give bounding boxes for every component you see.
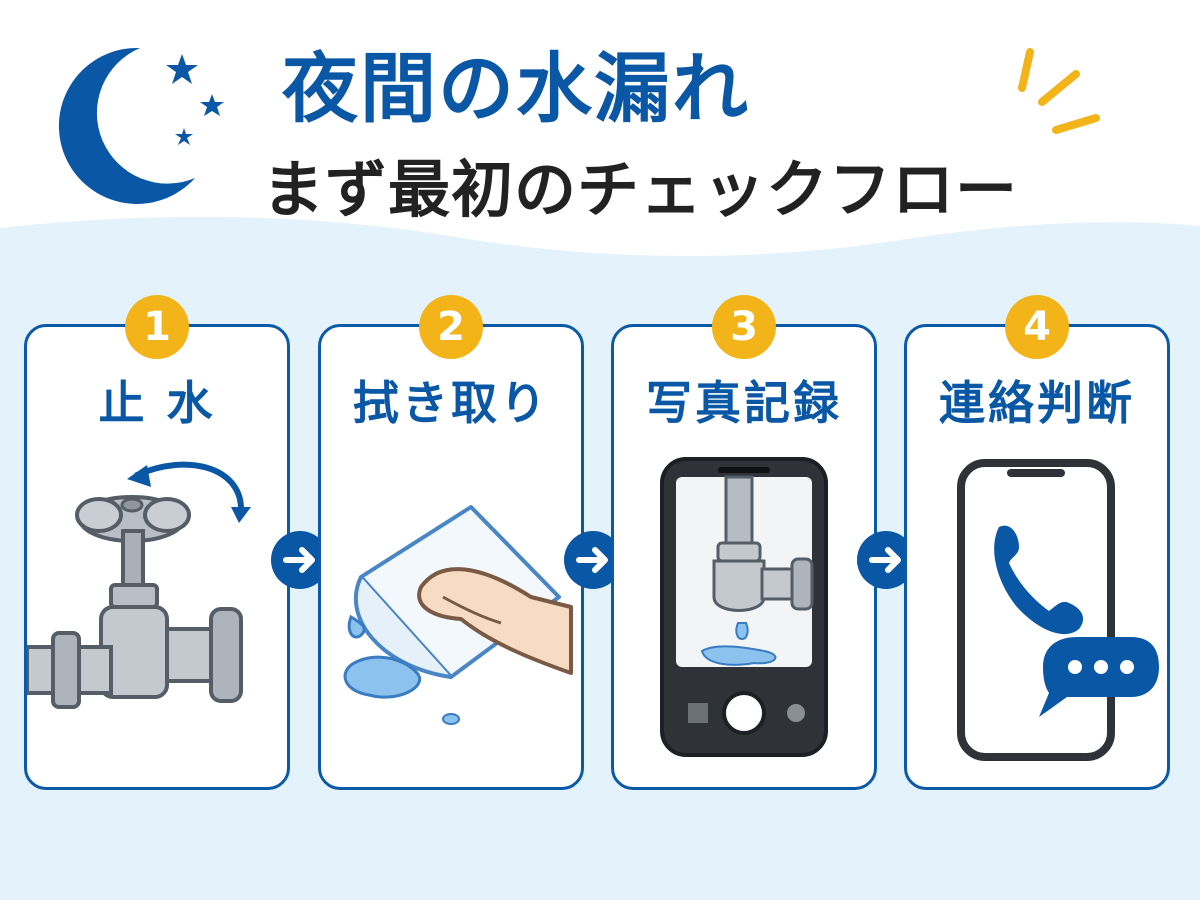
step-number-badge: 3 <box>712 295 776 359</box>
step-number-badge: 4 <box>1005 295 1069 359</box>
step-label: 止 水 <box>98 376 216 430</box>
step-card-1: 1 止 水 <box>24 295 290 790</box>
step-label: 写真記録 <box>646 376 842 430</box>
arrow-right-icon <box>271 531 329 589</box>
step-number-badge: 1 <box>125 295 189 359</box>
step-label: 連絡判断 <box>939 376 1135 430</box>
faucet-valve-icon <box>27 461 251 709</box>
phone-camera-icon <box>660 457 828 757</box>
step-card-4: 4 連絡判断 <box>904 295 1170 790</box>
step-card-3: 3 写真記録 <box>611 295 877 790</box>
title-line-1: 夜間の水漏れ <box>282 44 750 133</box>
step-label: 拭き取り <box>353 376 549 430</box>
towel-wipe-icon <box>343 505 573 725</box>
title-line-2: まず最初のチェックフロー <box>262 153 1019 226</box>
moon-stars-icon <box>58 47 224 204</box>
arrow-right-icon <box>857 531 915 589</box>
arrow-right-icon <box>564 531 622 589</box>
step-card-2: 2 拭き取り <box>318 295 584 790</box>
step-number-badge: 2 <box>419 295 483 359</box>
sparkle-lines-icon <box>1018 48 1100 134</box>
phone-call-message-icon <box>957 459 1159 761</box>
